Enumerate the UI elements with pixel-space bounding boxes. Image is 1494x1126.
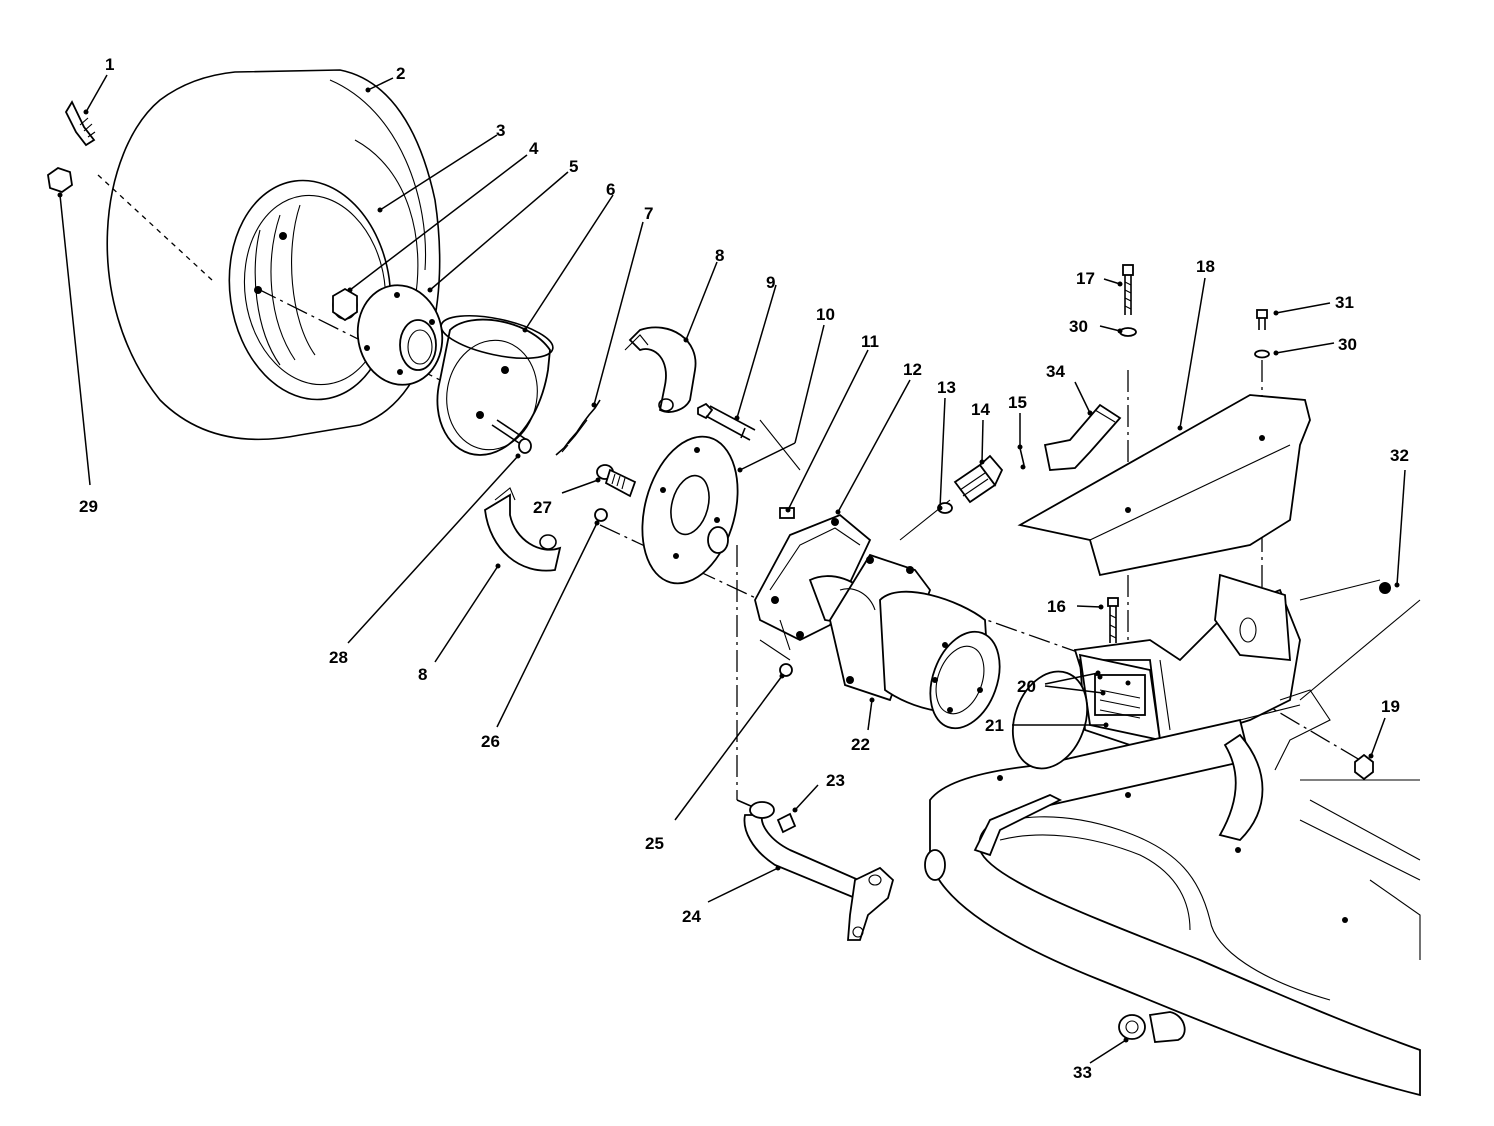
brake-shoe-lower (484, 487, 562, 572)
callout-33: 33 (1073, 1063, 1092, 1082)
callout-28: 28 (329, 648, 348, 667)
cover-shield (1017, 394, 1311, 577)
callout-2: 2 (396, 64, 405, 83)
callout-6: 6 (606, 180, 615, 199)
bolt-17 (1119, 264, 1137, 337)
stud-27 (596, 464, 637, 498)
callout-29: 29 (79, 497, 98, 516)
callout-19: 19 (1381, 697, 1400, 716)
grease-fitting-23 (776, 812, 797, 834)
wheel-hub (356, 284, 444, 386)
callout-11: 11 (861, 332, 879, 351)
brake-spring (555, 399, 601, 456)
callout-24: 24 (682, 907, 701, 926)
callout-9: 9 (766, 273, 775, 292)
brake-shoe-upper (624, 326, 697, 413)
callout-16: 16 (1047, 597, 1066, 616)
main-frame-tube (924, 670, 1421, 1097)
callout-18: 18 (1196, 257, 1215, 276)
hydraulic-motor (829, 553, 1001, 730)
bushing-33 (1118, 1011, 1186, 1043)
callout-23: 23 (826, 771, 845, 790)
tire-wheel (106, 69, 441, 441)
pin-15 (1019, 447, 1026, 470)
lug-bolt-1 (64, 100, 96, 147)
callout-3: 3 (496, 121, 505, 140)
brake-lever (743, 801, 895, 941)
brake-drum (436, 314, 554, 456)
callout-1: 1 (105, 55, 114, 74)
callout-14: 14 (971, 400, 990, 419)
callout-15: 15 (1008, 393, 1027, 412)
bolt-31 (1254, 309, 1270, 359)
callout-25: 25 (645, 834, 664, 853)
callout-30-upper: 30 (1069, 317, 1088, 336)
callout-30-right: 30 (1338, 335, 1357, 354)
callout-20: 20 (1017, 677, 1036, 696)
callout-13: 13 (937, 378, 956, 397)
callout-5: 5 (569, 157, 578, 176)
callout-32: 32 (1390, 446, 1409, 465)
bolt-9 (697, 402, 756, 441)
callout-8-lower: 8 (418, 665, 427, 684)
screw-26 (594, 508, 608, 522)
callout-34: 34 (1046, 362, 1065, 381)
callout-7: 7 (644, 204, 653, 223)
callout-10: 10 (816, 305, 835, 324)
callout-17: 17 (1076, 269, 1095, 288)
callout-21: 21 (985, 716, 1004, 735)
callout-22: 22 (851, 735, 870, 754)
backing-plate (641, 435, 739, 585)
spacer-25 (779, 663, 793, 677)
callout-4: 4 (529, 139, 539, 158)
callout-labels: 1 2 3 4 5 6 7 8 9 10 11 12 13 14 15 16 1… (79, 55, 1409, 1082)
hose-fitting-34 (1043, 403, 1122, 471)
leader-lines (57, 74, 1406, 1064)
callout-12: 12 (903, 360, 922, 379)
callout-8-upper: 8 (715, 246, 724, 265)
callout-26: 26 (481, 732, 500, 751)
bolt-16 (1107, 597, 1119, 643)
callout-31: 31 (1335, 293, 1354, 312)
callout-27: 27 (533, 498, 552, 517)
elbow-fitting-14 (953, 454, 1004, 504)
lug-nut-29 (47, 167, 73, 193)
